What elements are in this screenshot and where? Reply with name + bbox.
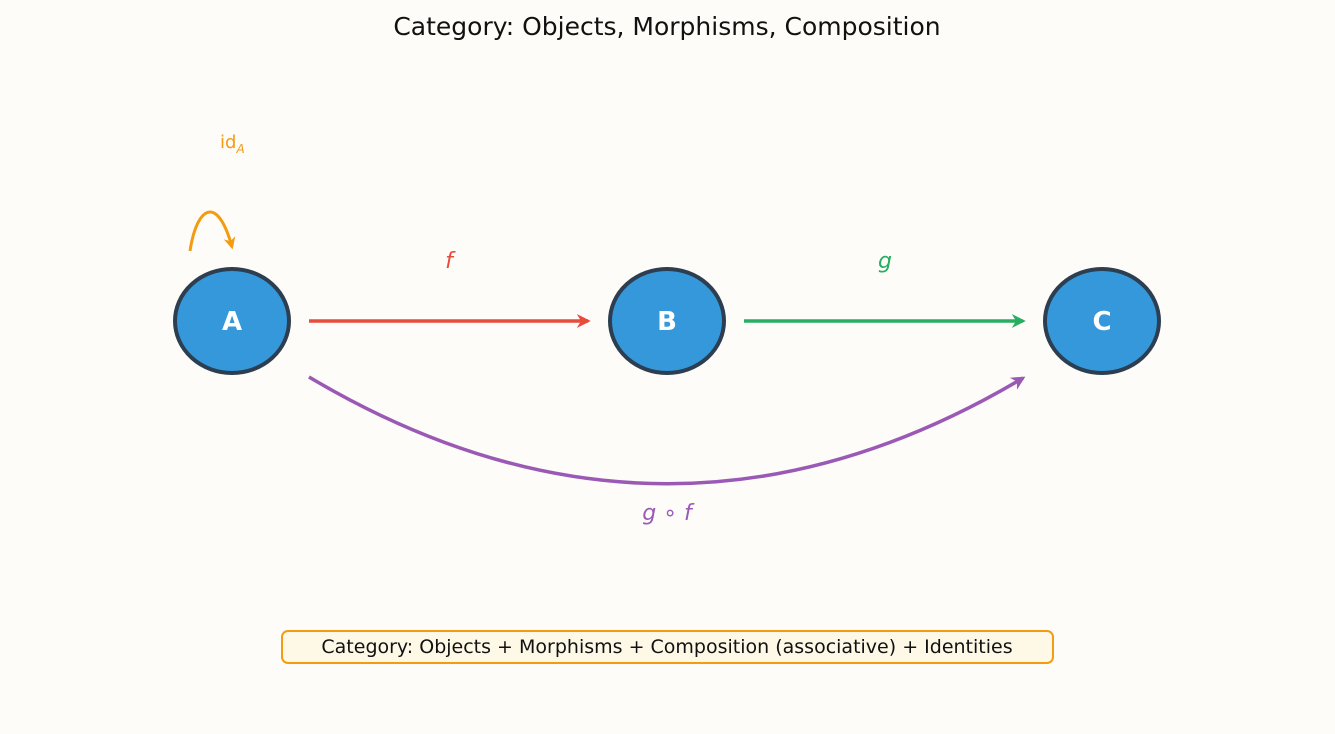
summary-box-border bbox=[281, 630, 1054, 664]
object-a: A bbox=[173, 267, 291, 375]
morphism-g-label: g bbox=[878, 249, 892, 274]
summary-text: Category: Objects + Morphisms + Composit… bbox=[321, 636, 1012, 658]
object-a-circle bbox=[173, 267, 291, 375]
object-c-circle bbox=[1043, 267, 1161, 375]
object-b-label: B bbox=[657, 307, 677, 337]
morphism-f-label: f bbox=[445, 249, 456, 274]
identity-arrow-a bbox=[188, 210, 236, 252]
summary-box: Category: Objects + Morphisms + Composit… bbox=[281, 630, 1054, 664]
object-c-label: C bbox=[1092, 307, 1111, 337]
object-b-circle bbox=[608, 267, 726, 375]
composition-gf-arrow bbox=[308, 375, 1026, 486]
object-c: C bbox=[1043, 267, 1161, 375]
identity-label: idA bbox=[220, 132, 245, 156]
object-b: B bbox=[608, 267, 726, 375]
diagram-title: Category: Objects, Morphisms, Compositio… bbox=[393, 12, 940, 41]
object-a-label: A bbox=[222, 307, 242, 337]
composition-gf-label: g ∘ f bbox=[642, 501, 695, 526]
